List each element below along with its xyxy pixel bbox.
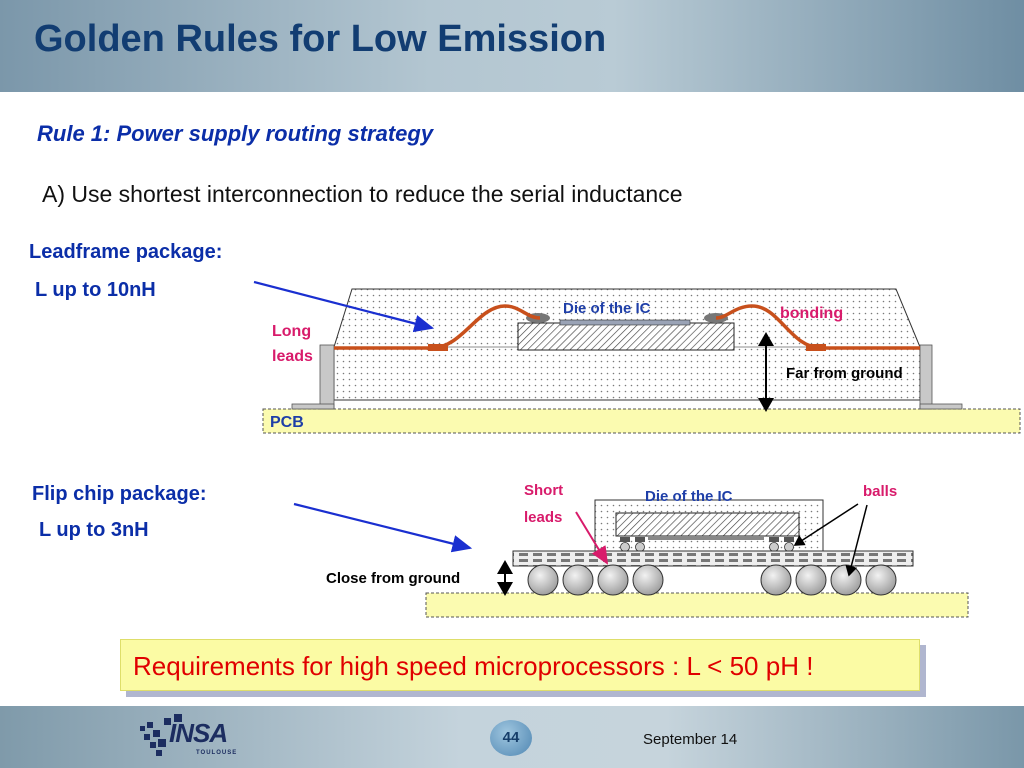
logo-wordmark: INSA: [169, 718, 228, 748]
leadframe-pin-foot-left: [291, 403, 335, 410]
solder-ball: [632, 564, 664, 596]
page-number-badge: 44: [490, 720, 532, 756]
solder-ball: [527, 564, 559, 596]
flipchip-substrate: [512, 550, 914, 567]
pcb-board-bottom: [425, 592, 969, 618]
balls-pointer-2: [845, 504, 868, 577]
bump-pad: [635, 537, 645, 542]
rule-title: Rule 1: Power supply routing strategy: [37, 121, 434, 146]
far-from-ground-label: Far from ground: [786, 365, 903, 382]
flipchip-label: Flip chip package:: [32, 483, 207, 505]
short-leads-arrow: [575, 511, 609, 565]
micro-bump: [769, 542, 779, 552]
flipchip-pointer-arrow: [293, 502, 473, 553]
balls-label: balls: [863, 483, 898, 500]
leadframe-die: [517, 322, 735, 351]
flipchip-inductance: L up to 3nH: [39, 519, 149, 541]
header-band: [0, 0, 1024, 92]
rule-subtitle: A) Use shortest interconnection to reduc…: [42, 181, 683, 207]
leadframe-inductance: L up to 10nH: [35, 279, 156, 301]
solder-ball: [597, 564, 629, 596]
solder-ball: [865, 564, 897, 596]
flipchip-die-pads: [648, 536, 764, 540]
micro-bump: [635, 542, 645, 552]
solder-ball: [760, 564, 792, 596]
flipchip-die-label: Die of the IC: [645, 488, 733, 505]
leadframe-pin-left: [319, 344, 335, 410]
short-leads-label-line1: Short: [524, 482, 564, 499]
slide-title: Golden Rules for Low Emission: [34, 18, 607, 60]
bump-pad: [784, 537, 794, 542]
pcb-label: PCB: [270, 414, 304, 431]
footer-date: September 14: [643, 731, 738, 748]
micro-bump: [784, 542, 794, 552]
bump-pad: [620, 537, 630, 542]
requirement-box: Requirements for high speed microprocess…: [120, 639, 920, 691]
pcb-board-top: [262, 408, 1021, 434]
solder-ball: [795, 564, 827, 596]
lead-joint-right: [806, 344, 826, 351]
solder-ball: [562, 564, 594, 596]
leadframe-label: Leadframe package:: [29, 241, 223, 263]
bonding-label: bonding: [780, 305, 844, 322]
short-leads-label-line2: leads: [524, 509, 563, 526]
leadframe-die-top-layer: [559, 319, 691, 326]
bump-pad: [769, 537, 779, 542]
long-leads-label-line1: Long: [272, 323, 312, 340]
insa-logo-icon: [140, 714, 182, 756]
lead-joint-left: [428, 344, 448, 351]
balls-pointer-1: [793, 503, 859, 546]
long-leads-label-line2: leads: [272, 348, 313, 365]
micro-bump: [620, 542, 630, 552]
leadframe-pin-right: [919, 344, 933, 410]
close-from-ground-label: Close from ground: [326, 570, 461, 587]
solder-ball: [830, 564, 862, 596]
leadframe-pointer-arrow: [253, 280, 435, 333]
logo-subtext: TOULOUSE: [196, 750, 238, 756]
requirement-text: Requirements for high speed microprocess…: [133, 651, 814, 681]
flipchip-die: [615, 512, 800, 537]
leadframe-pin-foot-right: [919, 403, 963, 410]
page-number: 44: [502, 729, 520, 746]
leadframe-die-label: Die of the IC: [563, 300, 651, 317]
